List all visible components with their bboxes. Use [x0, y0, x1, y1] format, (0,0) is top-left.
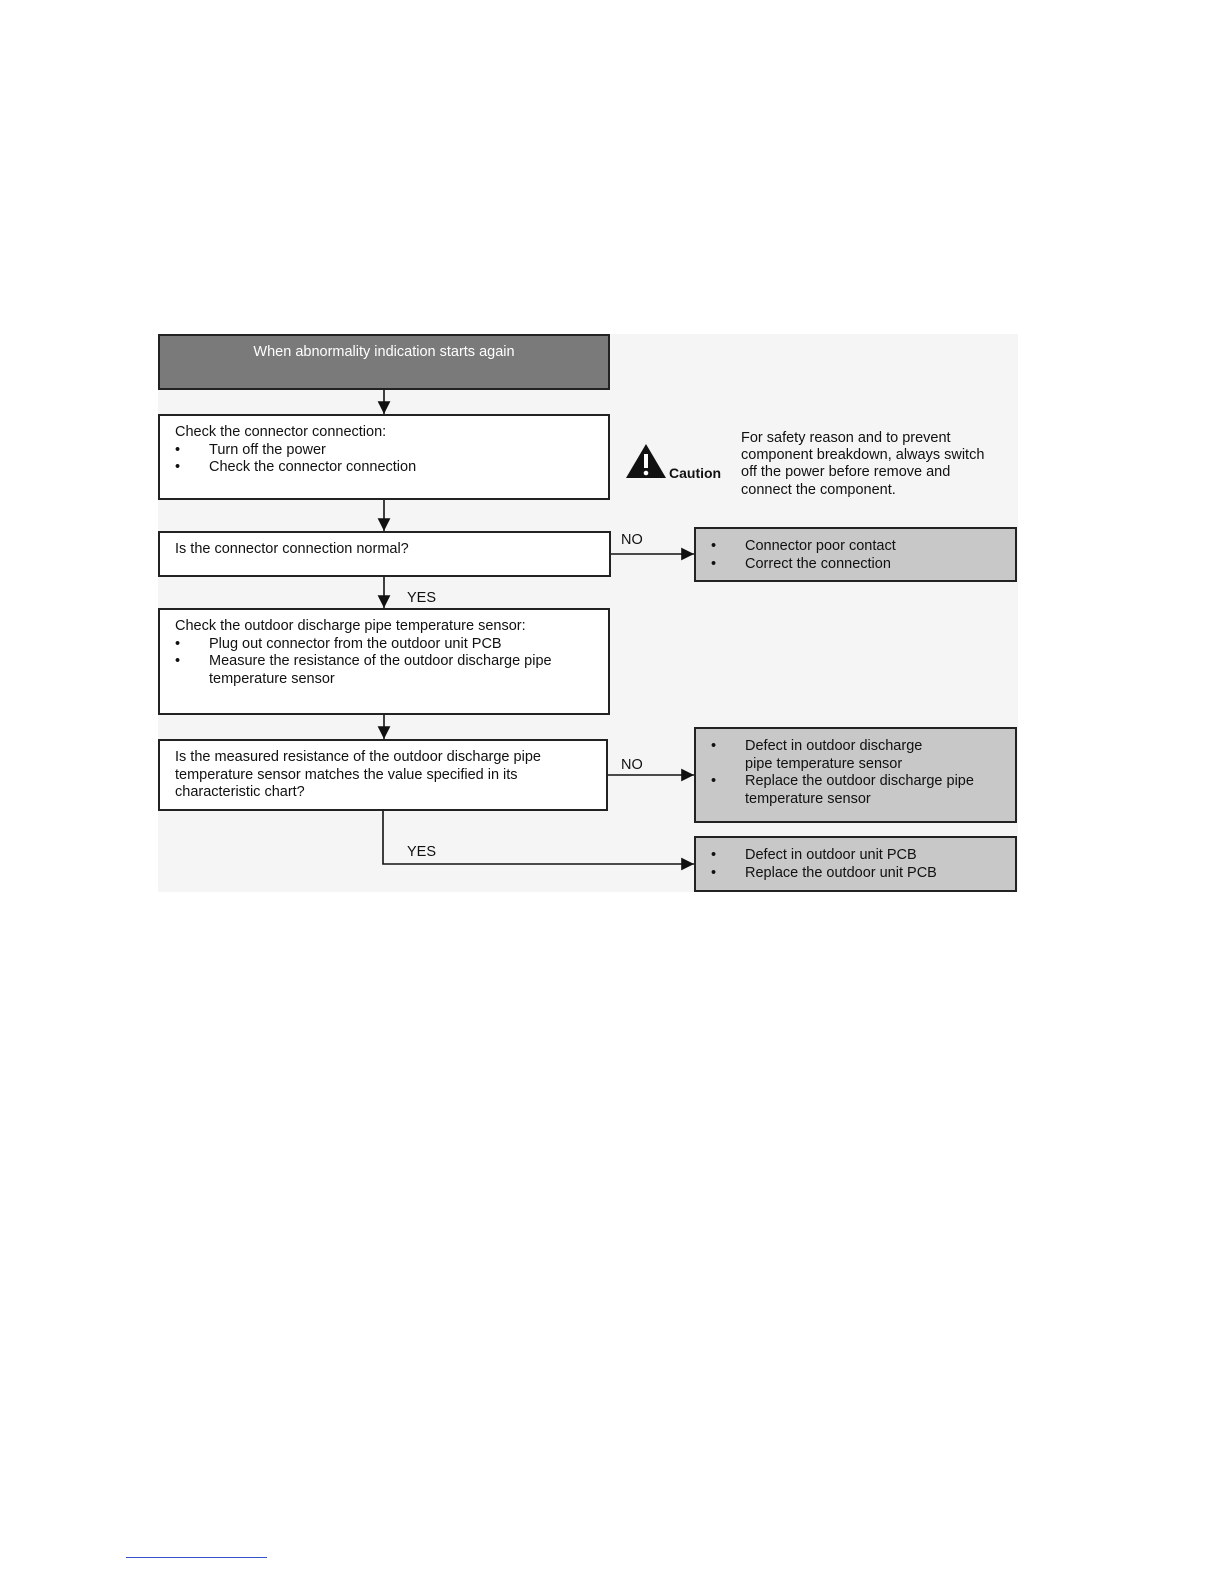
- list-item: Measure the resistance of the outdoor di…: [175, 653, 598, 688]
- list-item: Turn off the power: [175, 442, 598, 460]
- question-text: Is the connector connection normal?: [175, 541, 409, 557]
- question-line: Is the measured resistance of the outdoo…: [175, 749, 541, 765]
- caution-line: For safety reason and to prevent: [741, 430, 951, 446]
- list-item: Connector poor contact: [711, 538, 1005, 556]
- warning-triangle-icon: [626, 444, 666, 478]
- list-item: Correct the connection: [711, 556, 1005, 574]
- list-item: Defect in outdoor discharge pipe tempera…: [711, 738, 975, 773]
- list-item: Replace the outdoor discharge pipe tempe…: [711, 773, 975, 808]
- question-line: characteristic chart?: [175, 784, 305, 800]
- result-pcb-defect: Defect in outdoor unit PCB Replace the o…: [694, 836, 1017, 892]
- check-connector-box: Check the connector connection: Turn off…: [158, 414, 610, 500]
- footer-rule: [126, 1557, 267, 1558]
- check-connector-heading: Check the connector connection:: [175, 424, 387, 440]
- result-list: Connector poor contact Correct the conne…: [711, 538, 1005, 573]
- no-label: NO: [621, 532, 643, 548]
- result-sensor-defect: Defect in outdoor discharge pipe tempera…: [694, 727, 1017, 823]
- caution-label: Caution: [669, 465, 722, 481]
- list-item: Replace the outdoor unit PCB: [711, 865, 1005, 883]
- check-connector-list: Turn off the power Check the connector c…: [175, 442, 598, 477]
- caution-note: For safety reason and to prevent compone…: [741, 430, 1011, 499]
- question-line: temperature sensor matches the value spe…: [175, 766, 518, 783]
- caution-line: component breakdown, always switch: [741, 447, 985, 464]
- check-sensor-heading: Check the outdoor discharge pipe tempera…: [175, 618, 526, 634]
- list-item: Defect in outdoor unit PCB: [711, 847, 1005, 865]
- no-label: NO: [621, 757, 643, 773]
- list-item: Plug out connector from the outdoor unit…: [175, 636, 598, 654]
- start-text: When abnormality indication starts again: [253, 344, 515, 360]
- yes-label: YES: [407, 590, 437, 606]
- check-sensor-box: Check the outdoor discharge pipe tempera…: [158, 608, 610, 715]
- caution-line: connect the component.: [741, 481, 896, 498]
- result-connector-poor-contact: Connector poor contact Correct the conne…: [694, 527, 1017, 582]
- question-connector-normal: Is the connector connection normal?: [158, 531, 611, 577]
- list-item: Check the connector connection: [175, 459, 598, 477]
- start-box: When abnormality indication starts again: [158, 334, 610, 390]
- result-list: Defect in outdoor unit PCB Replace the o…: [711, 847, 1005, 882]
- result-list: Defect in outdoor discharge pipe tempera…: [711, 738, 975, 808]
- yes-label: YES: [407, 844, 437, 860]
- question-resistance-matches: Is the measured resistance of the outdoo…: [158, 739, 608, 811]
- caution-line: off the power before remove and: [741, 464, 951, 481]
- arrow-q2-yes: [382, 811, 694, 871]
- check-sensor-list: Plug out connector from the outdoor unit…: [175, 636, 598, 689]
